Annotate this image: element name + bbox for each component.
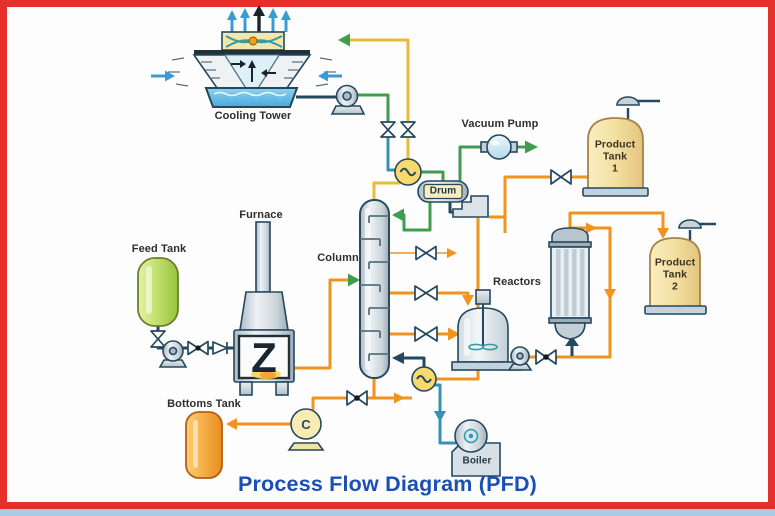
water-basin	[204, 87, 299, 108]
exchanger-tubes	[556, 249, 585, 316]
reboiler-exchanger	[411, 366, 437, 392]
tube-exchanger	[548, 227, 592, 340]
feed-tank-label: Feed Tank	[131, 243, 187, 255]
reactor-pump	[507, 346, 533, 371]
tank1-base	[582, 187, 649, 197]
furnace-label: Furnace	[239, 209, 283, 221]
product-tank-1-label: Product Tank 1	[594, 138, 636, 174]
boiler-label: Boiler	[462, 455, 492, 467]
vacuum-pump	[480, 134, 518, 160]
column-trays	[360, 215, 389, 361]
bottoms-tank	[185, 411, 223, 479]
internal-air-arrows	[231, 60, 276, 82]
pump-c: C	[287, 408, 325, 451]
product-tank-2	[644, 219, 716, 315]
condenser	[394, 158, 422, 186]
cooling-return-valve	[400, 121, 416, 138]
product-tank-1-valve	[550, 169, 572, 185]
reactor-outlet-valve	[535, 349, 557, 365]
reflux-drum	[417, 180, 469, 203]
fan-hub	[248, 36, 258, 46]
side-draw-valve-3	[414, 326, 438, 342]
air-flow-up-arrows	[227, 5, 291, 32]
side-air-arrows	[151, 70, 342, 82]
feed-tank	[137, 257, 179, 327]
louver-hatching	[168, 57, 336, 87]
distillation-column	[359, 199, 390, 379]
feed-tank-outlet-valve	[150, 330, 166, 348]
product-tank-2-label: Product Tank 2	[654, 256, 696, 292]
side-draw-valve-1	[415, 245, 437, 261]
vacuum-pump-label: Vacuum Pump	[461, 118, 539, 130]
column-label: Column	[317, 252, 359, 264]
feed-line-valve	[187, 340, 209, 356]
product-tank-1	[582, 96, 660, 197]
fan-deck	[194, 50, 310, 55]
cooling-tower-label: Cooling Tower	[214, 110, 292, 122]
feed-check-valve	[212, 341, 228, 355]
bottoms-valve	[346, 390, 368, 406]
bottoms-tank-label: Bottoms Tank	[167, 398, 241, 410]
pump-c-letter: C	[301, 417, 311, 432]
feed-pump	[158, 340, 188, 368]
cooling-water-pump	[330, 84, 366, 115]
tank1-vent-cap	[616, 96, 640, 106]
furnace: Z	[233, 221, 295, 396]
steam-ejector	[452, 195, 489, 218]
furnace-coil: Z	[251, 334, 277, 381]
tank2-base	[644, 305, 707, 315]
cooling-tower	[151, 5, 366, 115]
fan-unit	[221, 31, 285, 51]
drum-label: Drum	[429, 185, 457, 197]
reactors-label: Reactors	[493, 276, 541, 288]
tank2-vent-cap	[678, 219, 702, 229]
agitator-motor	[475, 289, 491, 305]
side-draw-valve-2	[414, 285, 438, 301]
cooling-supply-valve	[380, 121, 396, 138]
boiler	[451, 419, 501, 477]
reactor	[451, 289, 523, 371]
piping-lines	[156, 33, 669, 445]
bottom-blue-strip	[0, 508, 775, 516]
diagram-title: Process Flow Diagram (PFD)	[237, 472, 538, 496]
